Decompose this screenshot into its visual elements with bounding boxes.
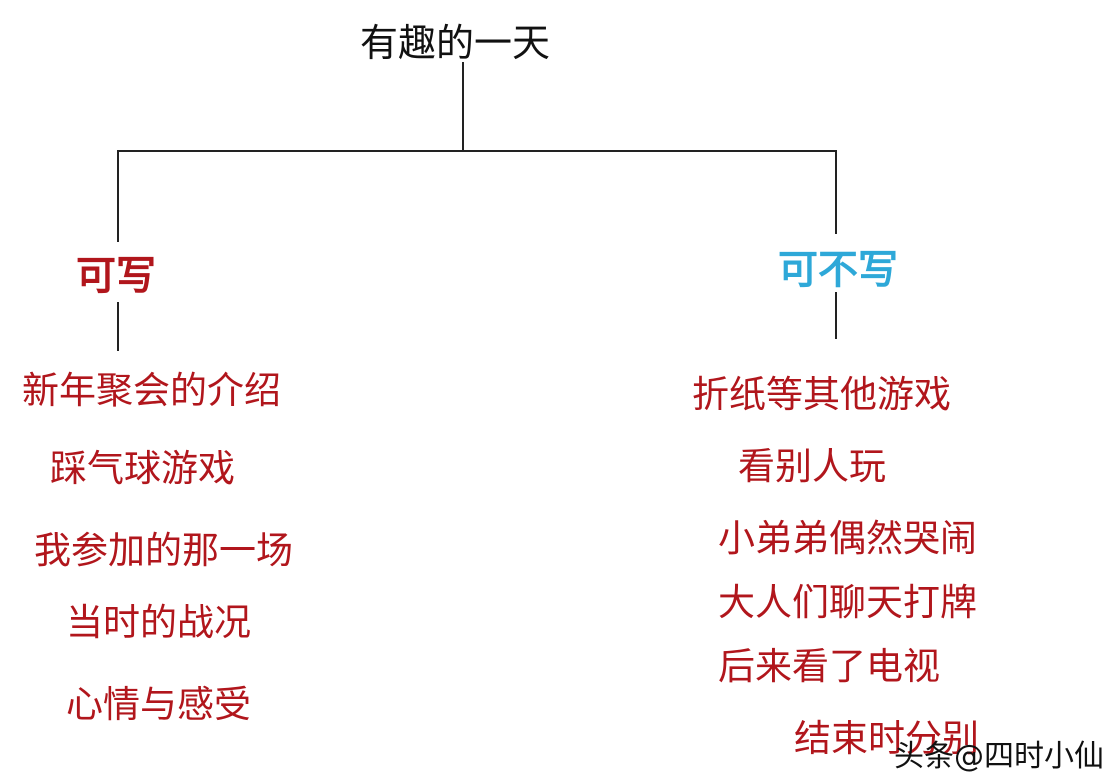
root-title: 有趣的一天 [360,21,551,65]
right-item: 小弟弟偶然哭闹 [718,517,977,560]
left-branch-label: 可写 [76,253,156,299]
root-stem-line [462,62,464,151]
horizontal-connector-line [117,150,837,152]
left-item: 我参加的那一场 [34,529,293,572]
right-item: 看别人玩 [738,445,886,488]
right-item: 大人们聊天打牌 [718,581,977,624]
right-item: 结束时分别 [794,717,979,760]
watermark-text: 头条@四时小仙 [894,739,1104,774]
right-branch-label: 可不写 [778,247,898,293]
right-items-line [835,292,837,339]
right-branch-line [835,150,837,234]
right-item: 折纸等其他游戏 [692,373,951,416]
right-item: 后来看了电视 [718,645,940,688]
left-item: 当时的战况 [66,601,251,644]
left-items-line [117,302,119,351]
left-item: 心情与感受 [66,683,251,726]
left-item: 新年聚会的介绍 [22,369,281,412]
left-branch-line [117,150,119,242]
left-item: 踩气球游戏 [50,447,235,490]
